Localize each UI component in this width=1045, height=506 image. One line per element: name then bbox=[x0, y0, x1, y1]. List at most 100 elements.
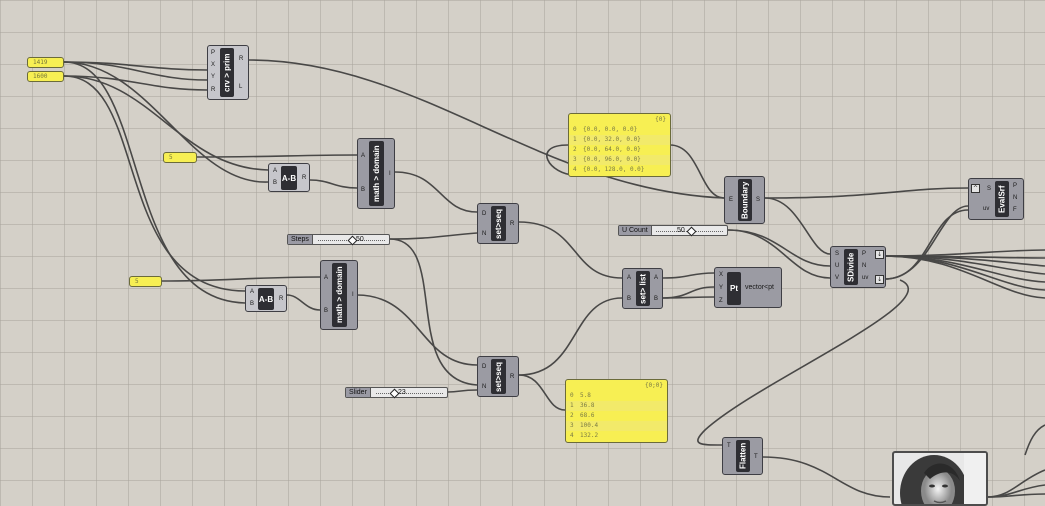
width-input-panel[interactable]: 1419 bbox=[27, 57, 64, 68]
list-item: 0{0.0, 0.0, 0.0} bbox=[569, 125, 670, 135]
port-label: A bbox=[361, 153, 366, 159]
port-label: F bbox=[1013, 207, 1017, 213]
reparameterize-icon[interactable]: ^ bbox=[971, 184, 980, 193]
output-label: vector<pt bbox=[745, 284, 774, 291]
port-label: R bbox=[239, 56, 244, 62]
port-label: U bbox=[835, 263, 840, 269]
row-index: 2 bbox=[573, 146, 577, 153]
port-label: Y bbox=[719, 285, 724, 291]
divisor-a-value: 5 bbox=[169, 154, 173, 161]
graft-icon[interactable]: ↓ bbox=[875, 250, 884, 259]
wire bbox=[987, 469, 1045, 498]
port-label: D bbox=[482, 364, 487, 370]
wire bbox=[63, 61, 269, 183]
points-panel[interactable]: {0} 0{0.0, 0.0, 0.0} 1{0.0, 32.0, 0.0} 2… bbox=[568, 113, 671, 177]
port-label: B bbox=[273, 180, 278, 186]
slider-knob[interactable] bbox=[686, 226, 697, 237]
port-label: Y bbox=[211, 74, 216, 80]
port-label: A bbox=[250, 289, 255, 295]
row-value: {0.0, 128.0, 0.0} bbox=[583, 166, 645, 173]
image-sampler-preview[interactable] bbox=[892, 451, 988, 506]
wire bbox=[884, 205, 969, 280]
graft-icon[interactable]: ↓ bbox=[875, 275, 884, 284]
component-title: Pt bbox=[727, 272, 741, 305]
slider-label: U Count bbox=[619, 226, 652, 235]
port-label: V bbox=[835, 275, 840, 281]
port-label: A bbox=[654, 275, 659, 281]
row-value: {0.0, 96.0, 0.0} bbox=[583, 156, 641, 163]
port-label: A bbox=[324, 275, 329, 281]
slider-label: Steps bbox=[288, 235, 313, 244]
width-value: 1419 bbox=[33, 59, 48, 66]
list-item: 3{0.0, 96.0, 0.0} bbox=[569, 155, 670, 165]
port-label: N bbox=[862, 263, 867, 269]
wire bbox=[727, 229, 831, 267]
port-label: B bbox=[324, 308, 329, 314]
subtract-component-2[interactable]: A B A-B R bbox=[245, 285, 287, 312]
slider-value: 50 bbox=[356, 236, 364, 243]
wire bbox=[764, 187, 969, 199]
wire bbox=[518, 221, 623, 279]
crv-prim-component[interactable]: P X Y R crv > prim R L bbox=[207, 45, 249, 100]
divisor-b-panel[interactable]: 5 bbox=[129, 276, 162, 287]
port-label: R bbox=[510, 221, 515, 227]
wire bbox=[309, 179, 358, 189]
list-component[interactable]: A B set> list A B bbox=[622, 268, 663, 309]
port-label: uv bbox=[983, 206, 990, 212]
list-item: 2 {0.0, 64.0, 0.0} bbox=[569, 145, 670, 155]
steps-slider[interactable]: Steps 50 bbox=[287, 234, 390, 246]
component-title: math > domain bbox=[369, 141, 384, 206]
domain-component-2[interactable]: A B math > domain I bbox=[320, 260, 358, 330]
evaluate-surface-component[interactable]: ^ S uv EvalSrf P N F bbox=[968, 178, 1024, 220]
wire bbox=[394, 171, 478, 213]
port-label: B bbox=[627, 296, 632, 302]
wire bbox=[63, 61, 208, 81]
slider-23[interactable]: Slider 23 bbox=[345, 387, 448, 399]
panel-header: {0;0} bbox=[644, 382, 663, 389]
port-label: E bbox=[729, 197, 734, 203]
port-label: P bbox=[211, 50, 216, 56]
port-label: S bbox=[835, 251, 840, 257]
row-value: 100.4 bbox=[580, 422, 599, 429]
port-label: T bbox=[727, 443, 731, 449]
panel-header: {0} bbox=[655, 116, 666, 123]
port-label: uv bbox=[862, 275, 869, 281]
surface-divide-component[interactable]: S U V SDivide P N uv ↓ ↓ bbox=[830, 246, 886, 288]
component-title: A-B bbox=[281, 166, 297, 190]
port-label: S bbox=[987, 186, 992, 192]
wire bbox=[63, 75, 269, 171]
port-label: D bbox=[482, 211, 487, 217]
slider-label: Slider bbox=[346, 388, 371, 397]
row-value: {0.0, 64.0, 0.0} bbox=[583, 146, 641, 153]
wire bbox=[762, 456, 891, 498]
divisor-a-panel[interactable]: 5 bbox=[163, 152, 197, 163]
component-title: set>seq bbox=[491, 359, 506, 394]
boundary-component[interactable]: E Boundary S bbox=[724, 176, 765, 224]
subtract-component-1[interactable]: A B A-B R bbox=[268, 163, 310, 192]
port-label: B bbox=[654, 296, 659, 302]
flatten-component[interactable]: T Flatten T bbox=[722, 437, 763, 475]
wire bbox=[389, 232, 478, 240]
port-label: N bbox=[482, 231, 487, 237]
series-component-2[interactable]: D N set>seq R bbox=[477, 356, 519, 397]
series-component-1[interactable]: D N set>seq R bbox=[477, 203, 519, 244]
point-component[interactable]: X Y Z Pt vector<pt bbox=[714, 267, 782, 308]
wire bbox=[764, 197, 831, 255]
component-title: EvalSrf bbox=[995, 181, 1009, 217]
row-index: 2 bbox=[570, 412, 574, 419]
port-label: T bbox=[754, 454, 758, 460]
list-item: 1{0.0, 32.0, 0.0} bbox=[569, 135, 670, 145]
component-title: crv > prim bbox=[220, 48, 234, 97]
wire bbox=[286, 294, 321, 311]
wire bbox=[662, 296, 715, 299]
ucount-slider[interactable]: U Count 50 bbox=[618, 225, 728, 237]
height-input-panel[interactable]: 1600 bbox=[27, 71, 64, 82]
domain-component-1[interactable]: A B math > domain I bbox=[357, 138, 395, 209]
wire bbox=[884, 249, 1045, 257]
